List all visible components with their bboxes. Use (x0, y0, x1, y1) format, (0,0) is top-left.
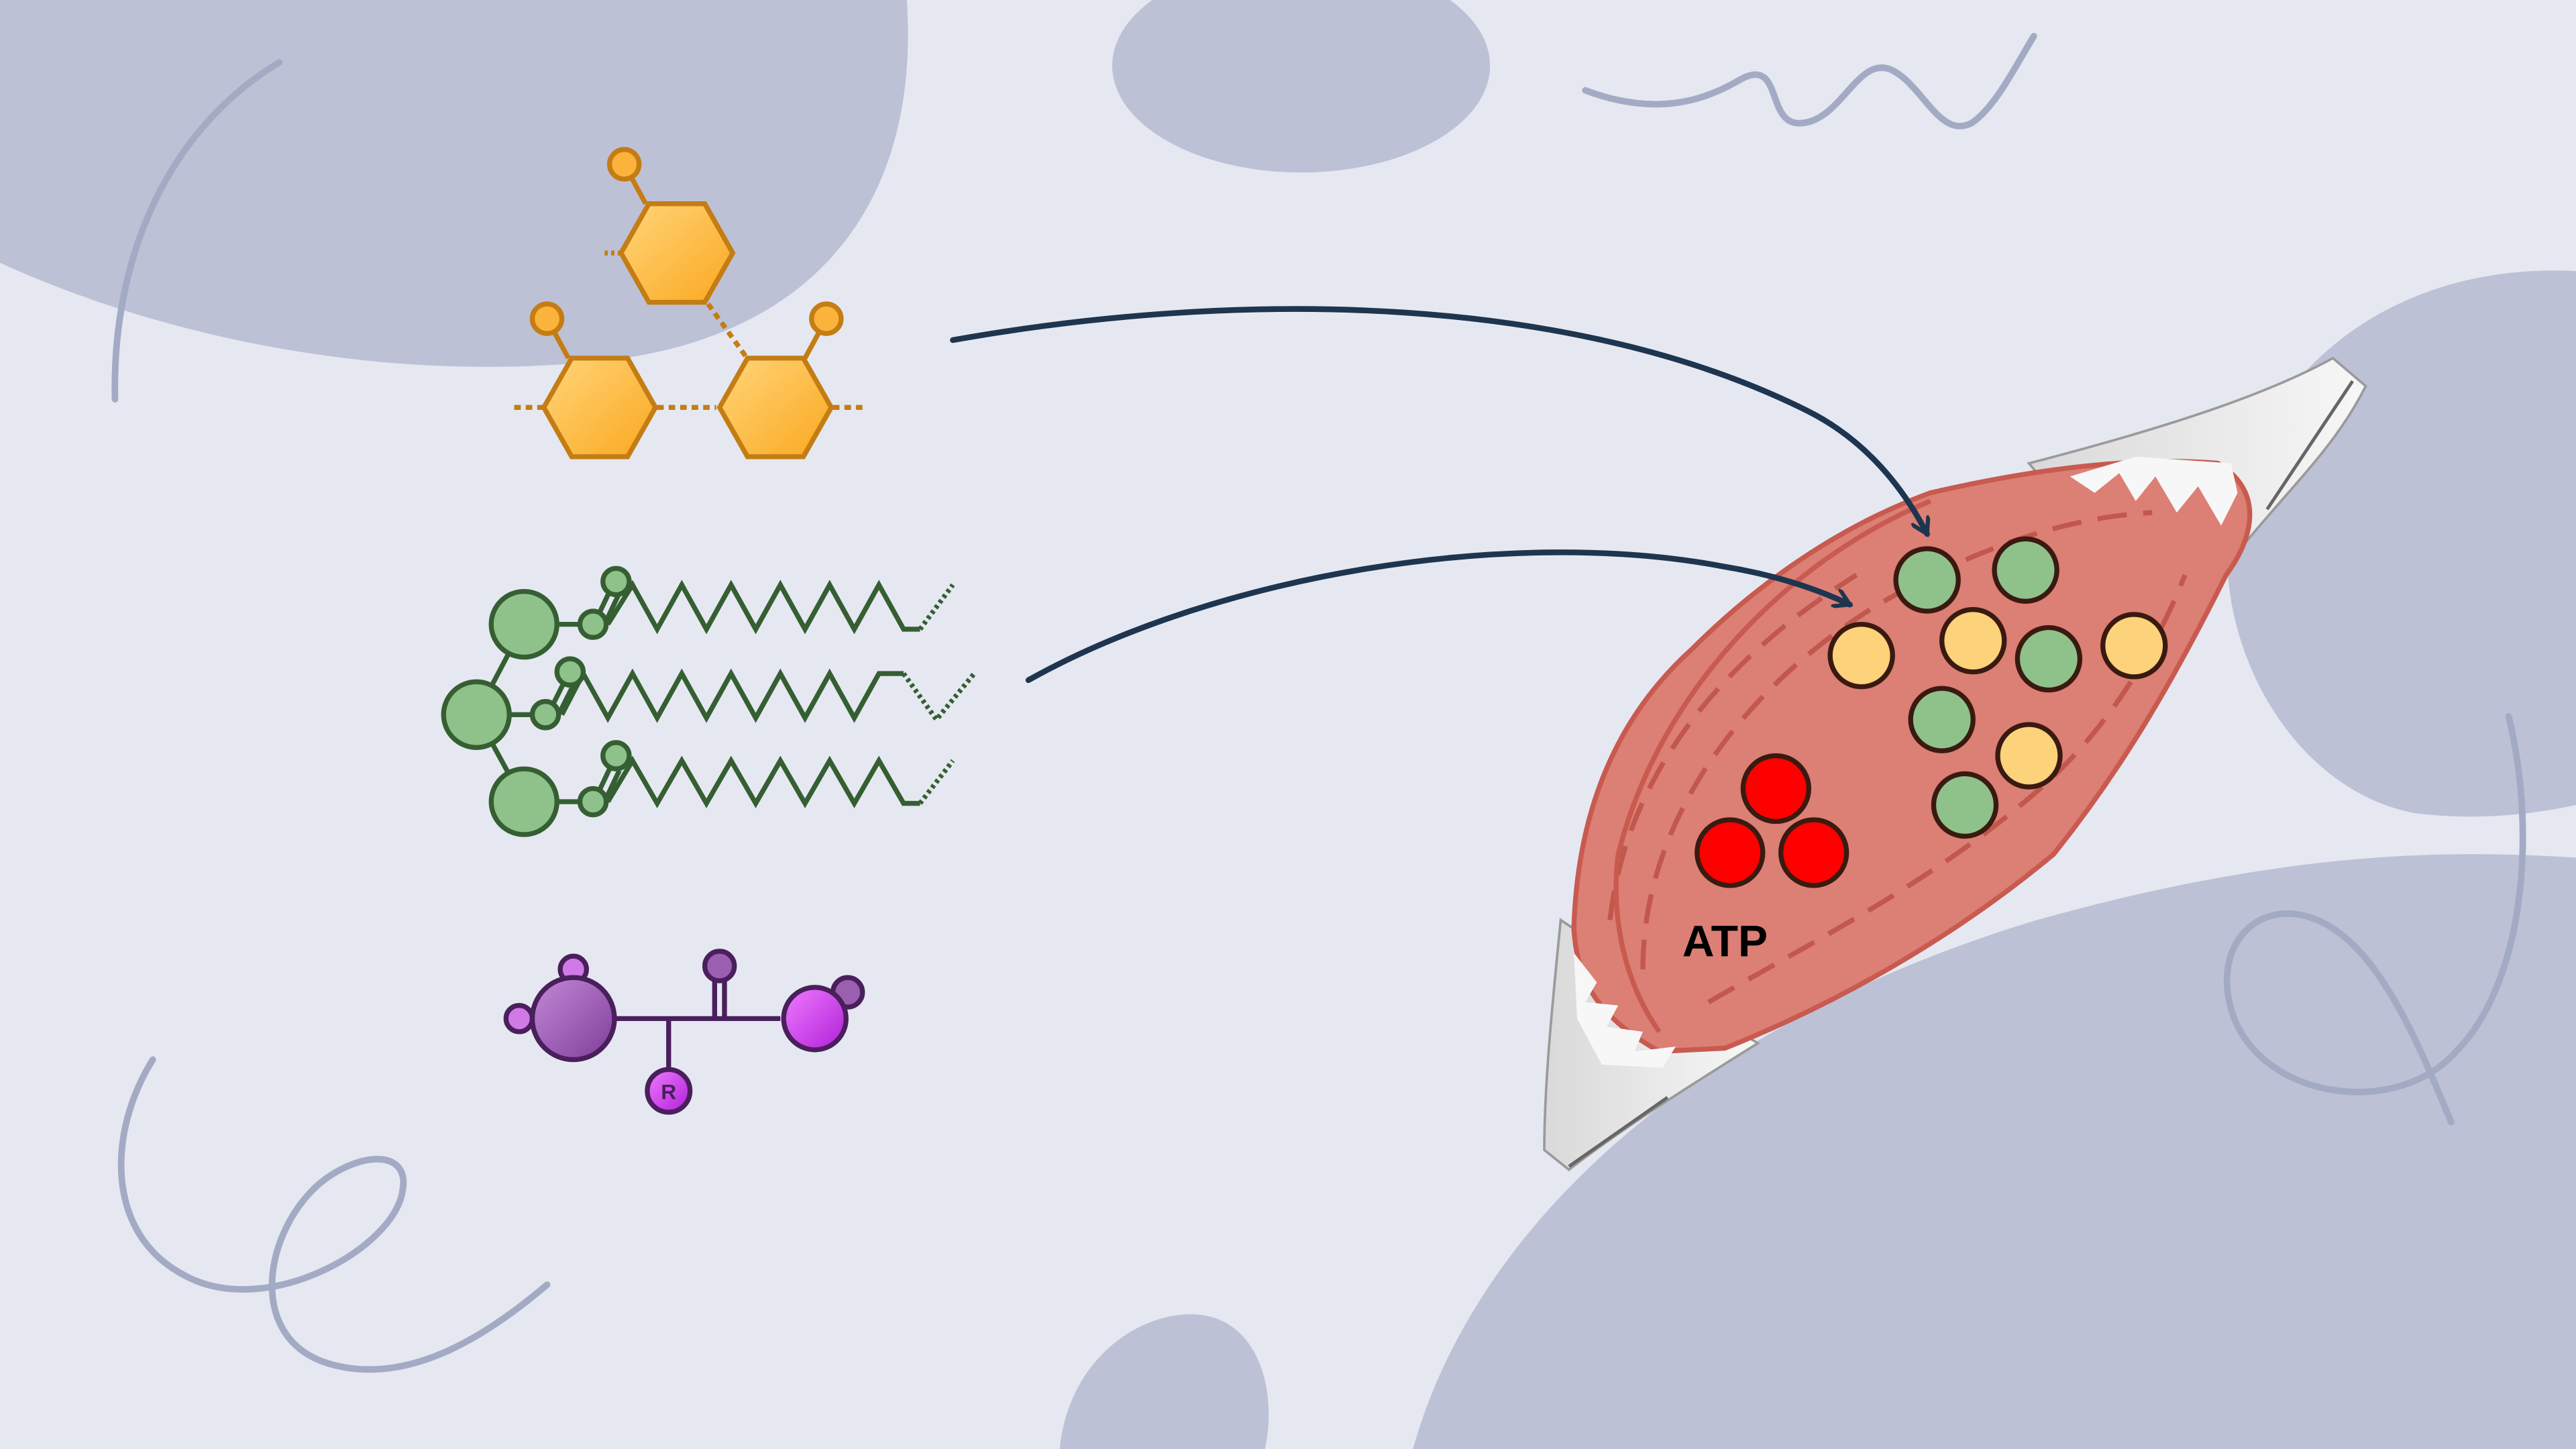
carbohydrate-atom-top (606, 147, 642, 182)
protein-oxygen-atom (702, 949, 737, 983)
fat-glycerol-atom-3 (488, 766, 559, 837)
muscle-belly (1571, 459, 2253, 1055)
muscle: ATP (1543, 356, 2367, 1172)
muscle-energy-particles (1695, 536, 2168, 888)
carbohydrate-atom-right (809, 301, 844, 336)
fatty-acid-chain-3-tail (918, 759, 955, 805)
particle-carb-2 (1939, 606, 2007, 675)
carbohydrate-ring-left (541, 356, 659, 460)
flow-arrows (950, 306, 1927, 684)
fat-ester-atom-3b (600, 740, 632, 771)
atp-molecule-left (1695, 817, 1766, 888)
particle-fat-2 (1992, 536, 2059, 604)
fat-ester-atom-2a (529, 699, 561, 731)
muscle-fiber-1 (1640, 510, 2153, 969)
fat-ester-atom-1b (600, 566, 632, 598)
fat-ester-atom-3a (577, 786, 609, 818)
particle-carb-1 (1827, 621, 1895, 690)
squiggle-bottom-left-loop (117, 1056, 551, 1373)
squiggle-right-loop (2223, 712, 2526, 1126)
fatty-acid-chain-1-tail (918, 583, 955, 631)
atp-molecule-top (1740, 753, 1811, 824)
protein-molecule: R (503, 949, 865, 1115)
particle-fat-4 (1908, 686, 1976, 753)
fat-ester-atom-2b (554, 656, 586, 688)
fat-ester-atom-1a (577, 608, 609, 640)
protein-hydrogen-left (503, 1003, 535, 1034)
protein-hydroxyl-oxygen (781, 985, 849, 1053)
fat-glycerol-atom-2 (441, 679, 512, 750)
carbohydrate-ring-right (716, 356, 835, 460)
particle-carb-4 (1995, 722, 2063, 790)
arrow-fat-to-muscle (1025, 549, 1849, 684)
squiggle-top-left-arc (111, 59, 283, 402)
tendon-bottom-edge (1568, 1095, 1669, 1168)
particle-carb-3 (2100, 612, 2168, 680)
fat-molecule (441, 566, 977, 837)
particle-fat-5 (1931, 771, 1999, 839)
protein-r-group-label: R (661, 1079, 676, 1104)
carbohydrate-molecule (513, 147, 868, 460)
tendon-top-edge (2265, 380, 2354, 511)
atp-molecule-right (1778, 817, 1849, 888)
particle-fat-1 (1893, 546, 1961, 614)
squiggle-top-wave (1582, 32, 2037, 129)
tendon-bottom-serration (1574, 953, 1676, 1068)
fat-glycerol-atom-1 (488, 588, 559, 660)
fatty-acid-chain-2 (559, 668, 904, 723)
fat-acid-chains (559, 580, 977, 808)
tendon-top-serration (2070, 456, 2238, 526)
blob-bottom-right (1413, 854, 2576, 1449)
fatty-acid-chain-1 (606, 580, 920, 635)
protein-amine-atom (529, 975, 617, 1063)
particle-fat-3 (2015, 625, 2083, 693)
fatty-acid-chain-3 (605, 755, 920, 808)
tendon-serrations (1574, 456, 2238, 1068)
protein-bonds (616, 979, 781, 1071)
atp-label: ATP (1682, 916, 1768, 966)
background-squiggles (111, 32, 2526, 1373)
muscle-inner-edge (1613, 498, 1931, 1034)
muscle-fiber-3 (1607, 573, 1858, 920)
carbohydrate-ring-top (618, 201, 736, 305)
carbohydrate-atom-left (529, 301, 565, 336)
protein-r-group-atom (645, 1067, 693, 1115)
blob-bottom-center (1059, 1314, 1269, 1449)
arrow-carbohydrate-to-muscle (950, 306, 1927, 534)
blob-top-center (1112, 0, 1491, 173)
